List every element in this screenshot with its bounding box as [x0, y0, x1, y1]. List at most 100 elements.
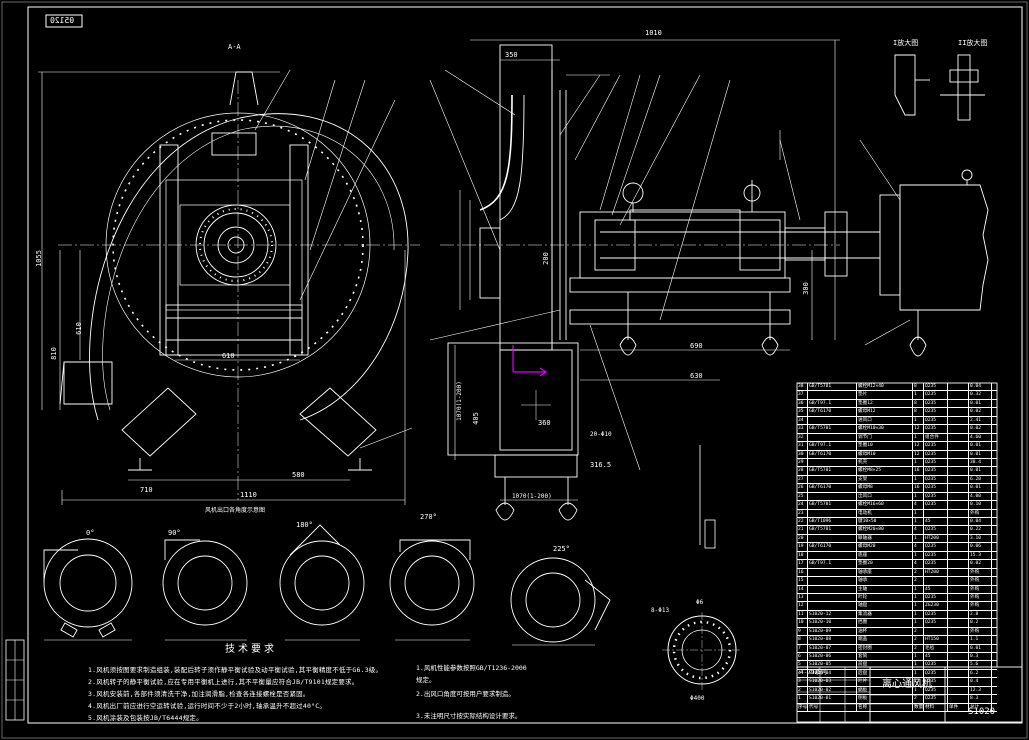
bom-cell: 26: [797, 484, 808, 492]
bom-cell: 0.04: [969, 383, 992, 391]
bom-cell: Q235: [924, 492, 948, 501]
bom-cell: 螺母M10: [857, 450, 913, 458]
bom-cell: Q235: [924, 399, 948, 408]
bom-cell: 12: [797, 602, 808, 610]
bom-cell: [948, 450, 969, 458]
bom-cell: 22: [797, 518, 808, 526]
note-3: 3.风机安装前,各部件须清洗干净,加注润滑脂,检查各连接螺栓是否紧固。: [88, 690, 310, 698]
bom-cell: [948, 585, 969, 593]
bom-cell: 叶片: [857, 678, 913, 686]
bom-cell: [948, 551, 969, 560]
bom-cell: S1020-02: [808, 686, 857, 695]
bom-cell: ZG230: [924, 602, 948, 610]
bom-cell: 外购: [969, 585, 992, 593]
inner-frame: [27, 6, 1023, 724]
bom-cell: S1020-10: [808, 619, 857, 627]
bom-cell: [948, 442, 969, 450]
bom-cell: 0.22: [969, 526, 992, 534]
bom-cell: 8: [797, 636, 808, 644]
bom-cell: 45: [924, 518, 948, 526]
bom-cell: [948, 610, 969, 619]
bom-cell: 12: [913, 678, 924, 686]
drawing-number-box: [45, 14, 83, 28]
bom-cell: 0.01: [969, 644, 992, 652]
bom-cell: 15: [797, 577, 808, 585]
bom-cell: 7: [797, 644, 808, 652]
bom-cell: GB/T97.1: [808, 442, 857, 450]
bom-cell: Q235: [924, 593, 948, 602]
bom-cell: [948, 577, 969, 585]
bom-cell: [948, 391, 969, 399]
side-section-view: [429, 39, 911, 521]
bom-cell: S1020-06: [808, 653, 857, 661]
bom-cell: 32: [797, 433, 808, 442]
bom-cell: [948, 518, 969, 526]
bom-cell: 螺母M8: [857, 484, 913, 492]
dim-inlet: 360: [538, 419, 551, 427]
bom-cell: 蜗板: [857, 686, 913, 695]
dim-bottom-frame: 405: [471, 412, 480, 425]
bom-cell: 1: [913, 458, 924, 467]
note-5: 5.风机涂装及包装按JB/T6444规定。: [88, 714, 203, 722]
bom-cell: 1: [913, 509, 924, 517]
dim-overall-width: 1010: [645, 29, 662, 37]
dim-mid: 610: [74, 322, 83, 335]
bom-cell: 组合件: [924, 433, 948, 442]
bom-cell: [808, 509, 857, 517]
bom-cell: 2: [913, 636, 924, 644]
bom-cell: 套筒: [857, 653, 913, 661]
bom-cell: 1: [913, 669, 924, 678]
bom-cell: Q235: [924, 484, 948, 492]
bom-cell: [948, 383, 969, 391]
view-label-2: II放大图: [958, 39, 988, 47]
bom-cell: Q235: [924, 416, 948, 425]
bom-cell: 1: [913, 518, 924, 526]
bom-cell: [948, 467, 969, 475]
bom-cell: Q235: [924, 695, 948, 703]
bom-cell: 37: [797, 391, 808, 399]
bom-cell: 1: [913, 686, 924, 695]
bom-cell: 16: [913, 484, 924, 492]
bom-cell: 主轴: [857, 585, 913, 593]
bom-cell: S1020-08: [808, 636, 857, 644]
bom-cell: HT150: [924, 636, 948, 644]
bom-cell: 8: [913, 408, 924, 416]
bom-cell: 总计: [969, 703, 992, 712]
bom-cell: 螺母M20: [857, 543, 913, 551]
dim-right-base2: 630: [690, 372, 703, 380]
bom-cell: 外购: [969, 627, 992, 636]
bom-cell: 轴承座: [857, 568, 913, 577]
bom-cell: [948, 458, 969, 467]
bom-cell: GB/T5781: [808, 526, 857, 534]
bom-cell: 外购: [969, 577, 992, 585]
bom-cell: 4: [913, 543, 924, 551]
bom-cell: 轴承: [857, 577, 913, 585]
bom-cell: 密封圈: [857, 644, 913, 652]
bom-cell: 8: [913, 383, 924, 391]
bom-cell: 侧板: [857, 695, 913, 703]
bom-cell: [948, 653, 969, 661]
bom-cell: 21: [797, 526, 808, 534]
bom-cell: 14: [797, 585, 808, 593]
bom-cell: 38.4: [969, 458, 992, 467]
bom-cell: 23: [797, 509, 808, 517]
dim-flange-dia: Φ6: [696, 599, 704, 606]
bom-cell: Q235: [924, 669, 948, 678]
bom-cell: 垫片: [857, 391, 913, 399]
